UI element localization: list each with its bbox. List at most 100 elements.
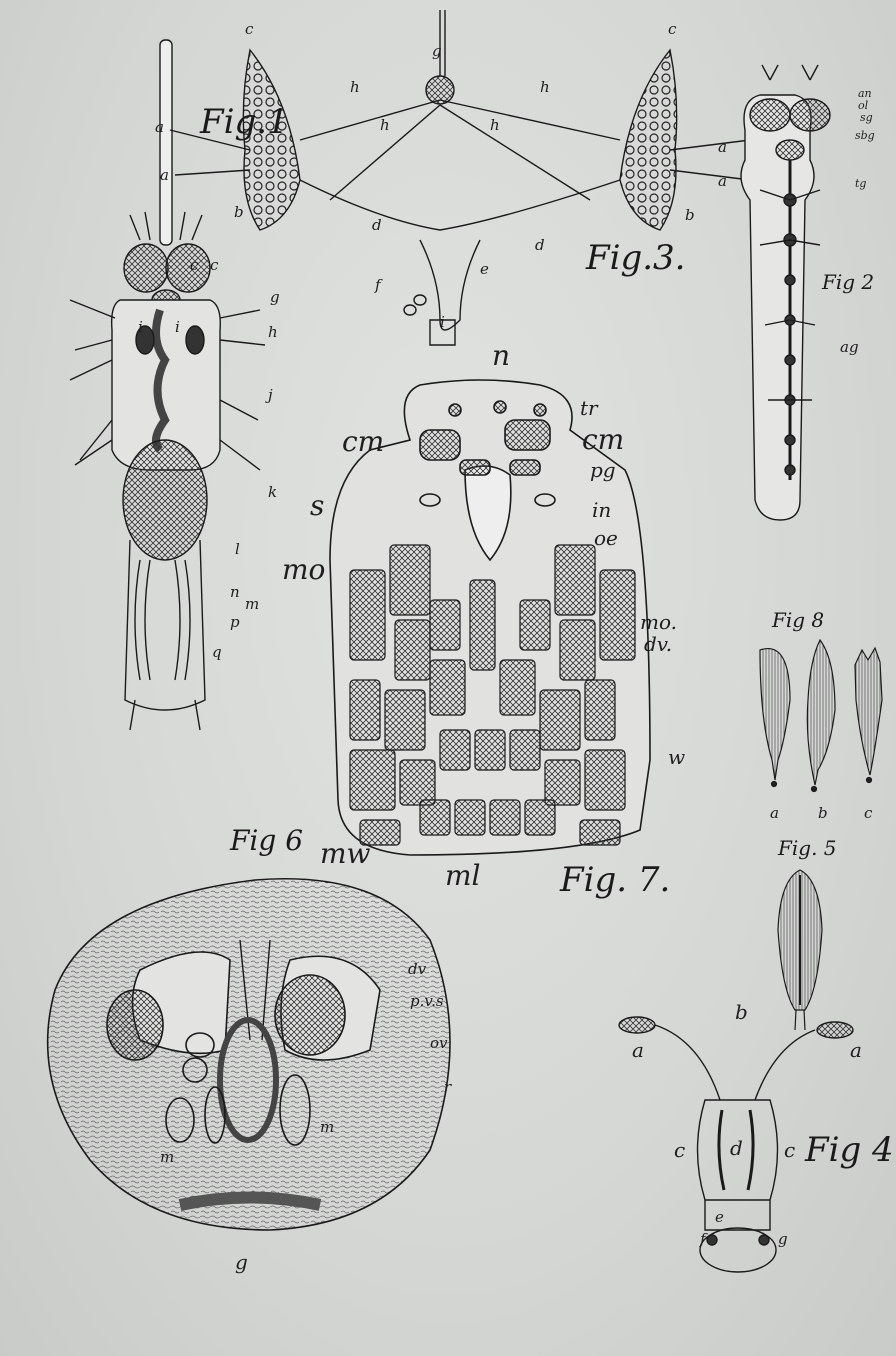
fig1-label-k: k [268, 485, 277, 500]
fig3-label-a4: a [718, 174, 727, 189]
fig4-label-b: b [735, 1002, 748, 1022]
fig3-label-a3: a [718, 140, 727, 155]
muscle-block [440, 730, 470, 770]
fig8-title: Fig 8 [772, 608, 824, 632]
fig2-label-tg: tg [855, 178, 866, 189]
fig2-label-ag: ag [840, 340, 859, 355]
fig4-label-d: d [730, 1138, 743, 1158]
fig1-title: Fig.1 [200, 102, 289, 142]
fig6-label-m2: m [320, 1120, 334, 1135]
fig6-section-drawing [48, 879, 450, 1230]
fig8-label-a: a [770, 806, 779, 821]
fig7-label-w: w [668, 747, 685, 767]
fig3-title: Fig.3. [586, 238, 685, 278]
fig7-label-mw: mw [320, 840, 371, 868]
fig1-label-p: p [230, 615, 240, 630]
muscle-block [500, 660, 535, 715]
fig1-label-g: g [270, 290, 280, 305]
fig6-label-pvs: p.v.s [410, 994, 444, 1009]
fig4-label-e: e [715, 1210, 724, 1225]
fig3-label-i: i [440, 315, 445, 330]
muscle-block [350, 570, 385, 660]
muscle-block [525, 800, 555, 835]
fig3-label-c1: c [245, 22, 253, 37]
muscle-block [385, 690, 425, 750]
fig4-label-c1: c [674, 1140, 685, 1160]
fig1-label-h: h [268, 325, 278, 340]
fig6-label-m1: m [160, 1150, 174, 1165]
fig6-label-r: r [444, 1080, 451, 1095]
muscle-block [430, 660, 465, 715]
muscle-block [580, 820, 620, 845]
fig4-label-c2: c [784, 1140, 795, 1160]
fig3-label-b2: b [685, 208, 695, 223]
fig1-label-n: n [230, 585, 240, 600]
fig1-label-m: m [245, 597, 259, 612]
fig3-label-h4: h [540, 80, 550, 95]
fig7-label-tr: tr [580, 398, 598, 418]
fig8-label-b: b [818, 806, 828, 821]
fig7-label-pg: pg [590, 460, 616, 480]
muscle-block [475, 730, 505, 770]
fig3-label-a1: a [155, 120, 164, 135]
fig7-label-s: s [310, 492, 324, 520]
muscle-block [430, 600, 460, 650]
muscle-block [540, 690, 580, 750]
fig4-label-g: g [778, 1232, 788, 1247]
fig7-label-ml: ml [445, 862, 481, 890]
fig3-label-d1: d [372, 218, 382, 233]
muscle-block [520, 600, 550, 650]
muscle-block [455, 800, 485, 835]
fig1-label-j: j [268, 388, 273, 403]
fig6-label-dv: dv [408, 962, 426, 977]
fig2-label-an: an [858, 88, 872, 99]
muscle-block [350, 680, 380, 740]
fig4-label-a2: a [850, 1040, 862, 1060]
muscle-block [400, 760, 435, 805]
fig3-label-f: f [375, 278, 381, 293]
fig7-title: Fig. 7. [560, 860, 670, 900]
muscle-block [585, 750, 625, 810]
fig3-label-h1: h [350, 80, 360, 95]
fig6-label-g: g [235, 1252, 248, 1272]
fig1-label-c: c [190, 258, 198, 273]
fig1-label-l: l [235, 542, 240, 557]
fig7-label-in: in [592, 500, 611, 520]
fig2-label-ol: ol [858, 100, 868, 111]
muscle-block [470, 580, 495, 670]
fig7-label-dv: dv. [644, 634, 672, 654]
muscle-block [395, 620, 430, 680]
fig6-title: Fig 6 [230, 824, 303, 857]
muscle-block [545, 760, 580, 805]
fig8-scales-drawing [760, 640, 882, 792]
fig3-label-a2: a [160, 168, 169, 183]
muscle-block [555, 545, 595, 615]
fig1-label-i2: i [175, 320, 180, 335]
muscle-block [510, 730, 540, 770]
fig7-label-cm2: cm [582, 426, 624, 454]
fig3-label-h2: h [380, 118, 390, 133]
muscle-block [560, 620, 595, 680]
fig3-label-c2: c [668, 22, 676, 37]
muscle-block [390, 545, 430, 615]
muscle-block [585, 680, 615, 740]
fig3-label-b1: b [234, 205, 244, 220]
muscle-block [490, 800, 520, 835]
fig3-label-d2: d [535, 238, 545, 253]
fig7-label-cm1: cm [342, 428, 384, 456]
fig2-label-sg: sg [860, 112, 873, 123]
fig2-nervous-system-drawing [741, 65, 830, 520]
fig4-title: Fig 4 [805, 1130, 894, 1170]
fig7-label-n: n [492, 342, 510, 370]
fig1-label-e: c [210, 258, 218, 273]
fig7-label-mo1: mo [282, 556, 325, 584]
fig3-label-g: g [432, 44, 442, 59]
fig5-drawing [778, 870, 822, 1030]
fig1-label-i1: i [138, 320, 143, 335]
fig7-label-mo2: mo. [640, 612, 677, 632]
fig4-label-a1: a [632, 1040, 644, 1060]
muscle-block [600, 570, 635, 660]
fig8-label-c: c [864, 806, 872, 821]
